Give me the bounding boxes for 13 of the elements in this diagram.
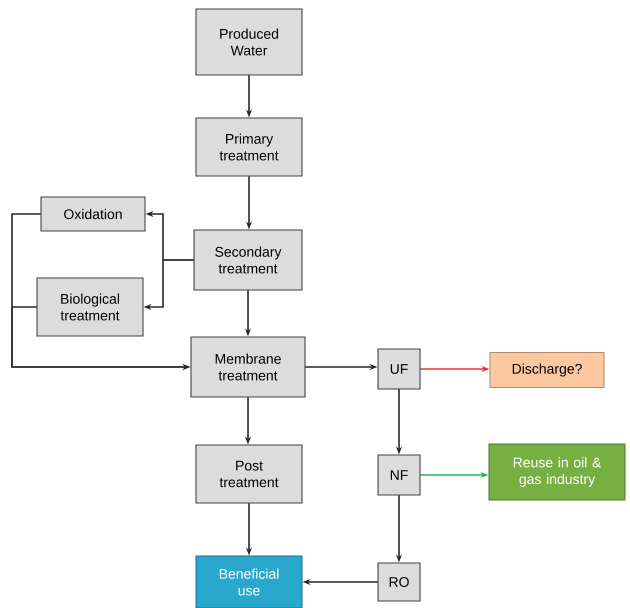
process-box: RO: [377, 562, 421, 602]
outcome-box: Beneficial use: [195, 555, 303, 608]
process-box: Secondary treatment: [193, 229, 303, 291]
process-box: Primary treatment: [195, 117, 303, 177]
process-box: Produced Water: [195, 8, 303, 76]
outcome-box: Reuse in oil & gas industry: [488, 443, 626, 501]
process-box: Biological treatment: [36, 277, 144, 337]
process-box: Post treatment: [195, 444, 303, 504]
process-box: Membrane treatment: [190, 336, 306, 398]
process-box: UF: [377, 348, 421, 390]
outcome-box: Discharge?: [489, 352, 605, 388]
process-box: NF: [377, 454, 421, 496]
process-box: Oxidation: [40, 196, 146, 232]
